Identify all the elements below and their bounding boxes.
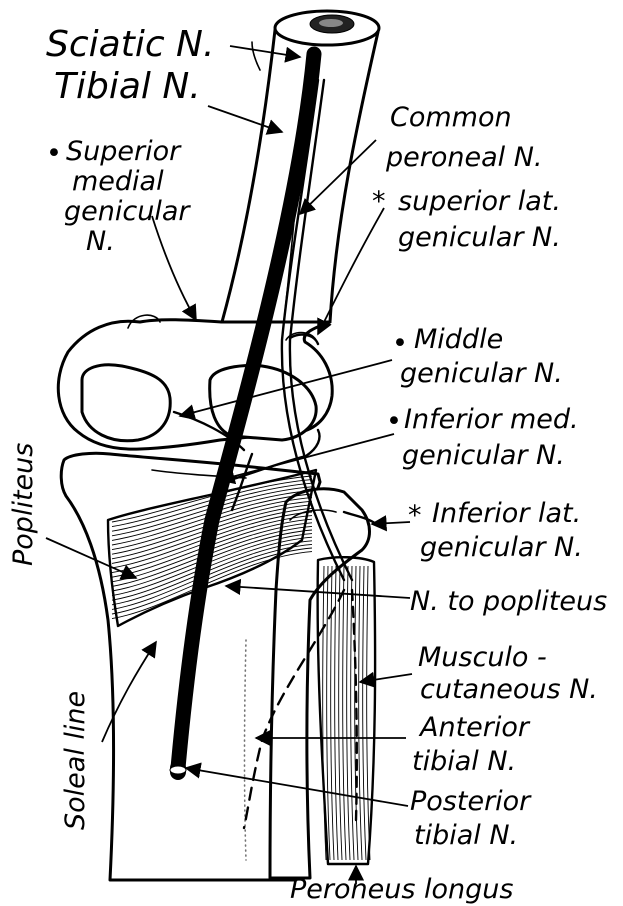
label-posterior-2: tibial N. [414, 820, 518, 851]
label-tibial-nerve: Tibial N. [54, 66, 201, 107]
label-posterior-1: Posterior [410, 786, 532, 817]
dot-marker: • [386, 406, 402, 437]
label-middle-2: genicular N. [400, 358, 563, 389]
label-musculo-1: Musculo - [418, 642, 547, 673]
label-inferior-lat-2: genicular N. [420, 532, 583, 563]
peroneus-fiber [343, 566, 346, 860]
label-peroneus-longus: Peroneus longus [290, 874, 513, 905]
star-marker: * [408, 500, 422, 531]
peroneus-fiber [327, 566, 330, 860]
label-superior-medial-4: N. [86, 226, 115, 257]
label-n-to-popliteus: N. to popliteus [410, 586, 607, 617]
label-common-peroneal-2: peroneal N. [385, 142, 543, 173]
label-inferior-lat-1: Inferior lat. [432, 498, 581, 529]
label-musculo-2: cutaneous N. [420, 674, 598, 705]
label-superior-lat-2: genicular N. [398, 222, 561, 253]
label-anterior-2: tibial N. [412, 746, 516, 777]
peroneus-fiber [363, 566, 366, 860]
label-superior-medial-1: Superior [66, 136, 182, 167]
peroneus-longus-muscle [318, 557, 376, 864]
label-anterior-1: Anterior [418, 712, 531, 743]
dot-marker: • [46, 138, 62, 169]
peroneus-fiber [367, 566, 370, 860]
peroneus-fiber [339, 566, 342, 860]
peroneus-fiber [347, 566, 350, 860]
femur-cross-section [275, 11, 379, 45]
peroneus-fiber [335, 566, 338, 860]
label-inferior-med-1: Inferior med. [404, 404, 579, 435]
label-superior-lat-1: superior lat. [398, 186, 561, 217]
label-inferior-med-2: genicular N. [402, 440, 565, 471]
label-superior-medial-3: genicular [64, 196, 191, 227]
label-sciatic-nerve: Sciatic N. [46, 24, 214, 65]
label-common-peroneal-1: Common [390, 102, 512, 133]
label-middle-1: Middle [414, 324, 503, 355]
label-soleal-line: Soleal line [60, 691, 91, 830]
peroneus-fiber [359, 566, 362, 860]
dot-marker: • [392, 328, 408, 359]
star-marker: * [372, 186, 386, 217]
label-popliteus: Popliteus [8, 443, 39, 566]
label-superior-medial-2: medial [72, 166, 164, 197]
